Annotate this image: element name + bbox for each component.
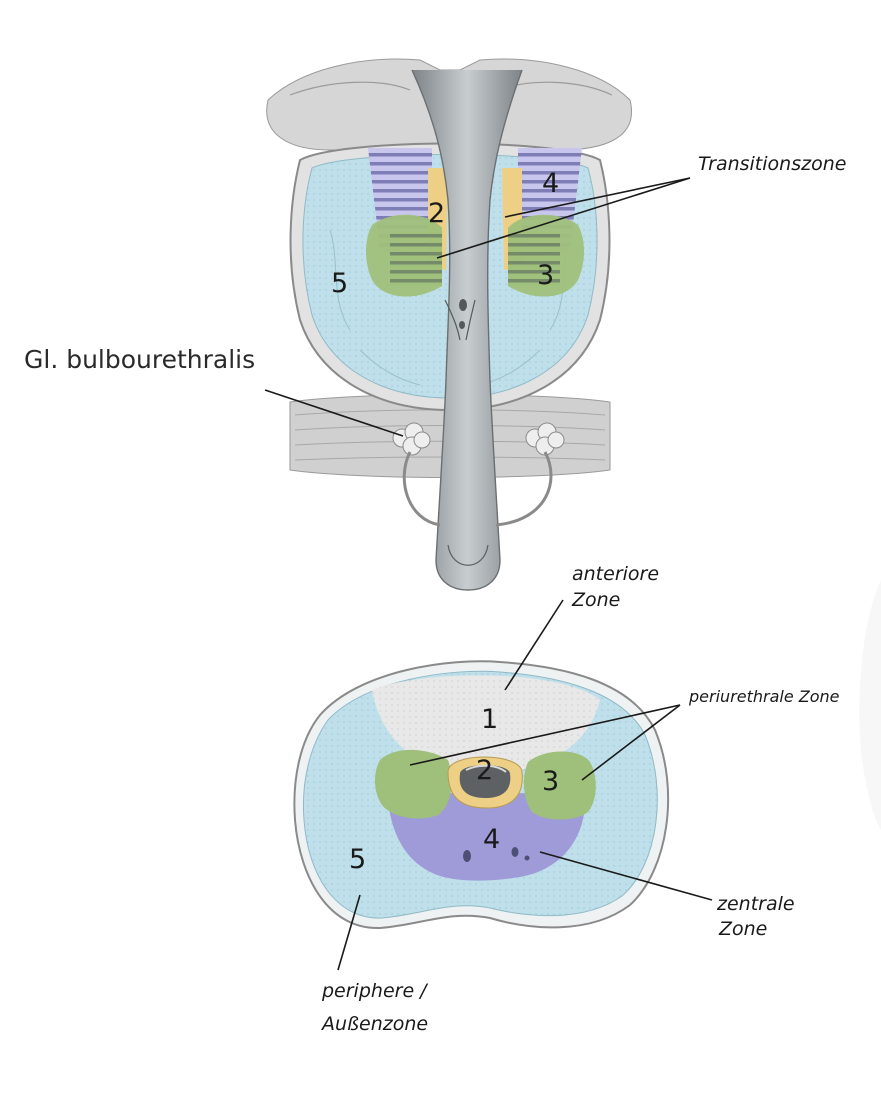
cross-zone-number-4: 4 — [483, 824, 500, 855]
cross-transition-left — [374, 749, 452, 819]
label-central-zone: Zone — [718, 918, 767, 940]
leader-peripheral — [337, 894, 361, 971]
leader-periurethral-2 — [581, 704, 681, 781]
cross-zone-number-3: 3 — [542, 766, 559, 797]
cross-section-view: 1 2 3 4 5 anteriore Zone periurethrale Z… — [293, 563, 840, 1035]
bulbourethral-gland-right — [495, 422, 565, 527]
top-zone-number-4: 4 — [542, 168, 559, 199]
cross-anterior-zone — [372, 675, 600, 770]
label-periphere: periphere / — [321, 980, 429, 1002]
leader-bulbourethralis — [264, 389, 404, 437]
edge-fragment — [859, 580, 881, 830]
leader-anterior — [504, 599, 564, 691]
bulbourethral-gland-left — [392, 422, 441, 527]
label-zentrale: zentrale — [716, 893, 795, 915]
top-zone-number-5: 5 — [331, 268, 348, 299]
cross-transition-right — [523, 751, 596, 820]
label-transitionszone: Transitionszone — [698, 153, 846, 175]
leader-periurethral-1 — [409, 704, 681, 766]
label-aussenzone: Außenzone — [320, 1013, 428, 1035]
duct-left — [463, 850, 471, 862]
leader-transition-1 — [504, 177, 691, 218]
top-zone-number-2: 2 — [428, 198, 445, 229]
cross-zone-number-5: 5 — [349, 844, 366, 875]
cross-zone-number-1: 1 — [481, 704, 498, 735]
coronal-view: 2 4 5 3 Transitionszone Gl. bulbourethra… — [24, 58, 846, 591]
duct-right — [511, 847, 519, 857]
label-gl-bulbourethralis: Gl. bulbourethralis — [24, 345, 255, 374]
leader-central — [539, 851, 713, 901]
label-anteriore: anteriore — [572, 563, 659, 585]
label-periurethral-zone: periurethrale Zone — [688, 687, 840, 706]
label-anterior-zone: Zone — [571, 589, 620, 611]
urethra-top — [411, 69, 523, 591]
top-zone-number-3: 3 — [537, 260, 554, 291]
cross-urethra — [459, 765, 511, 798]
leader-transition-2 — [436, 177, 691, 259]
cross-zone-number-2: 2 — [476, 755, 493, 786]
